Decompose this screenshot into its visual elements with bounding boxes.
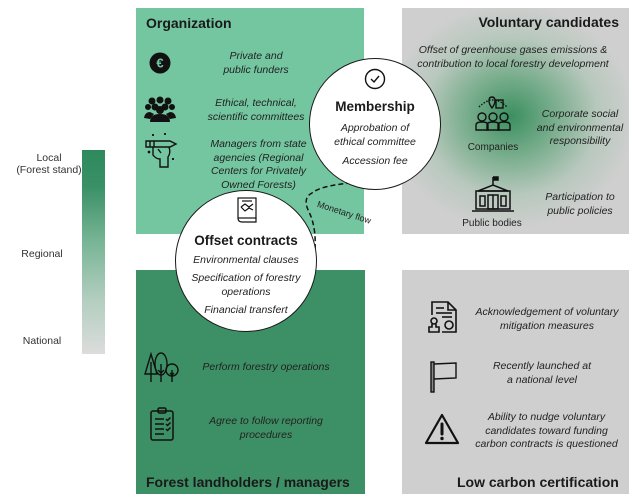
euro-coin-icon: € bbox=[149, 52, 171, 74]
low-carbon-certification-title: Low carbon certification bbox=[457, 474, 619, 490]
membership-accession-fee: Accession fee bbox=[342, 155, 408, 167]
voluntary-intro-line-2: contribution to local forestry developme… bbox=[417, 57, 609, 70]
flag-icon bbox=[430, 361, 457, 393]
nudge-line-3: carbon contracts is questioned bbox=[475, 438, 618, 450]
trees-icon bbox=[144, 351, 179, 382]
offset-specification: Specification of forestry operations bbox=[176, 272, 316, 299]
forest-landholders-title: Forest landholders / managers bbox=[146, 474, 350, 490]
acknowledgement-line-2: mitigation measures bbox=[500, 319, 594, 332]
scale-label-local: Local (Forest stand) bbox=[4, 152, 94, 176]
companies-text-line-1: Corporate social bbox=[541, 108, 619, 120]
launched-line-1: Recently launched at bbox=[492, 360, 592, 372]
forest-item-reporting-line-1: Agree to follow reporting bbox=[209, 415, 323, 427]
org-item-committees-line-2: scientific committees bbox=[207, 110, 305, 123]
org-item-managers-line-2: agencies (Regional bbox=[213, 151, 304, 164]
voluntary-item-public-bodies-text: Participation to public policies bbox=[530, 191, 630, 218]
forest-item-operations: Perform forestry operations bbox=[191, 361, 341, 375]
warning-triangle-icon bbox=[424, 413, 460, 445]
organization-title: Organization bbox=[146, 15, 232, 31]
voluntary-intro-line-1: Offset of greenhouse gases emissions & bbox=[418, 44, 608, 56]
raised-fist-pencil-icon bbox=[145, 133, 178, 168]
scale-label-national: National bbox=[22, 335, 62, 347]
nudge-line-1: Ability to nudge voluntary bbox=[487, 411, 606, 423]
org-item-committees: Ethical, technical, scientific committee… bbox=[181, 97, 331, 124]
forest-item-reporting-line-2: procedures bbox=[239, 428, 293, 441]
org-item-managers-line-1: Managers from state bbox=[210, 138, 307, 150]
group-people-icon bbox=[144, 96, 176, 122]
org-item-managers: Managers from state agencies (Regional C… bbox=[181, 138, 336, 192]
forest-item-reporting: Agree to follow reporting procedures bbox=[191, 415, 341, 442]
membership-title: Membership bbox=[335, 99, 415, 114]
companies-icon bbox=[475, 96, 511, 131]
org-item-funders: Private and public funders bbox=[191, 50, 321, 77]
org-item-funders-line-2: public funders bbox=[223, 63, 289, 76]
certificate-stamp-icon bbox=[428, 301, 457, 333]
scale-label-regional: Regional bbox=[21, 248, 63, 260]
companies-label: Companies bbox=[467, 142, 519, 153]
low-carbon-item-launched: Recently launched at a national level bbox=[472, 360, 612, 387]
offset-specification-line-1: Specification of forestry bbox=[191, 272, 301, 284]
nudge-line-2: candidates toward funding bbox=[485, 424, 608, 437]
low-carbon-certification-panel: Acknowledgement of voluntary mitigation … bbox=[402, 270, 629, 494]
scale-local-subtext: (Forest stand) bbox=[16, 164, 82, 176]
org-item-funders-line-1: Private and bbox=[229, 50, 283, 62]
public-building-icon bbox=[472, 176, 514, 212]
org-item-managers-line-4: Owned Forests) bbox=[221, 178, 296, 191]
clipboard-checklist-icon bbox=[150, 407, 174, 441]
offset-contracts-title: Offset contracts bbox=[194, 233, 298, 248]
offset-specification-line-2: operations bbox=[221, 285, 271, 298]
membership-approbation: Approbation of ethical committee bbox=[310, 122, 440, 149]
membership-circle: Membership Approbation of ethical commit… bbox=[309, 58, 441, 190]
low-carbon-item-nudge: Ability to nudge voluntary candidates to… bbox=[464, 411, 629, 452]
launched-line-2: a national level bbox=[506, 373, 578, 386]
offset-contracts-circle: Offset contracts Environmental clauses S… bbox=[175, 190, 317, 332]
companies-text-line-3: responsibility bbox=[549, 135, 611, 147]
org-item-committees-line-1: Ethical, technical, bbox=[215, 97, 297, 109]
membership-line-2: ethical committee bbox=[334, 135, 416, 148]
org-item-managers-line-3: Centers for Privately bbox=[210, 165, 307, 177]
handshake-contract-icon bbox=[237, 197, 257, 223]
acknowledgement-line-1: Acknowledgement of voluntary bbox=[475, 306, 619, 318]
forest-item-operations-text: Perform forestry operations bbox=[202, 361, 330, 373]
public-bodies-text-line-2: public policies bbox=[547, 204, 613, 217]
check-circle-icon bbox=[364, 68, 386, 90]
public-bodies-label: Public bodies bbox=[462, 218, 522, 229]
scale-local-text: Local bbox=[36, 152, 62, 164]
voluntary-candidates-intro: Offset of greenhouse gases emissions & c… bbox=[392, 44, 634, 71]
voluntary-candidates-title: Voluntary candidates bbox=[478, 14, 619, 30]
offset-financial-transfert: Financial transfert bbox=[204, 304, 288, 316]
membership-line-1: Approbation of bbox=[340, 122, 410, 134]
companies-text-line-2: and environmental bbox=[536, 121, 624, 134]
voluntary-item-companies-text: Corporate social and environmental respo… bbox=[530, 108, 630, 149]
offset-environmental-clauses: Environmental clauses bbox=[193, 254, 299, 266]
public-bodies-text-line-1: Participation to bbox=[545, 191, 615, 203]
svg-text:€: € bbox=[156, 56, 163, 71]
scale-gradient-bar bbox=[82, 150, 105, 354]
low-carbon-item-acknowledgement: Acknowledgement of voluntary mitigation … bbox=[472, 306, 622, 333]
